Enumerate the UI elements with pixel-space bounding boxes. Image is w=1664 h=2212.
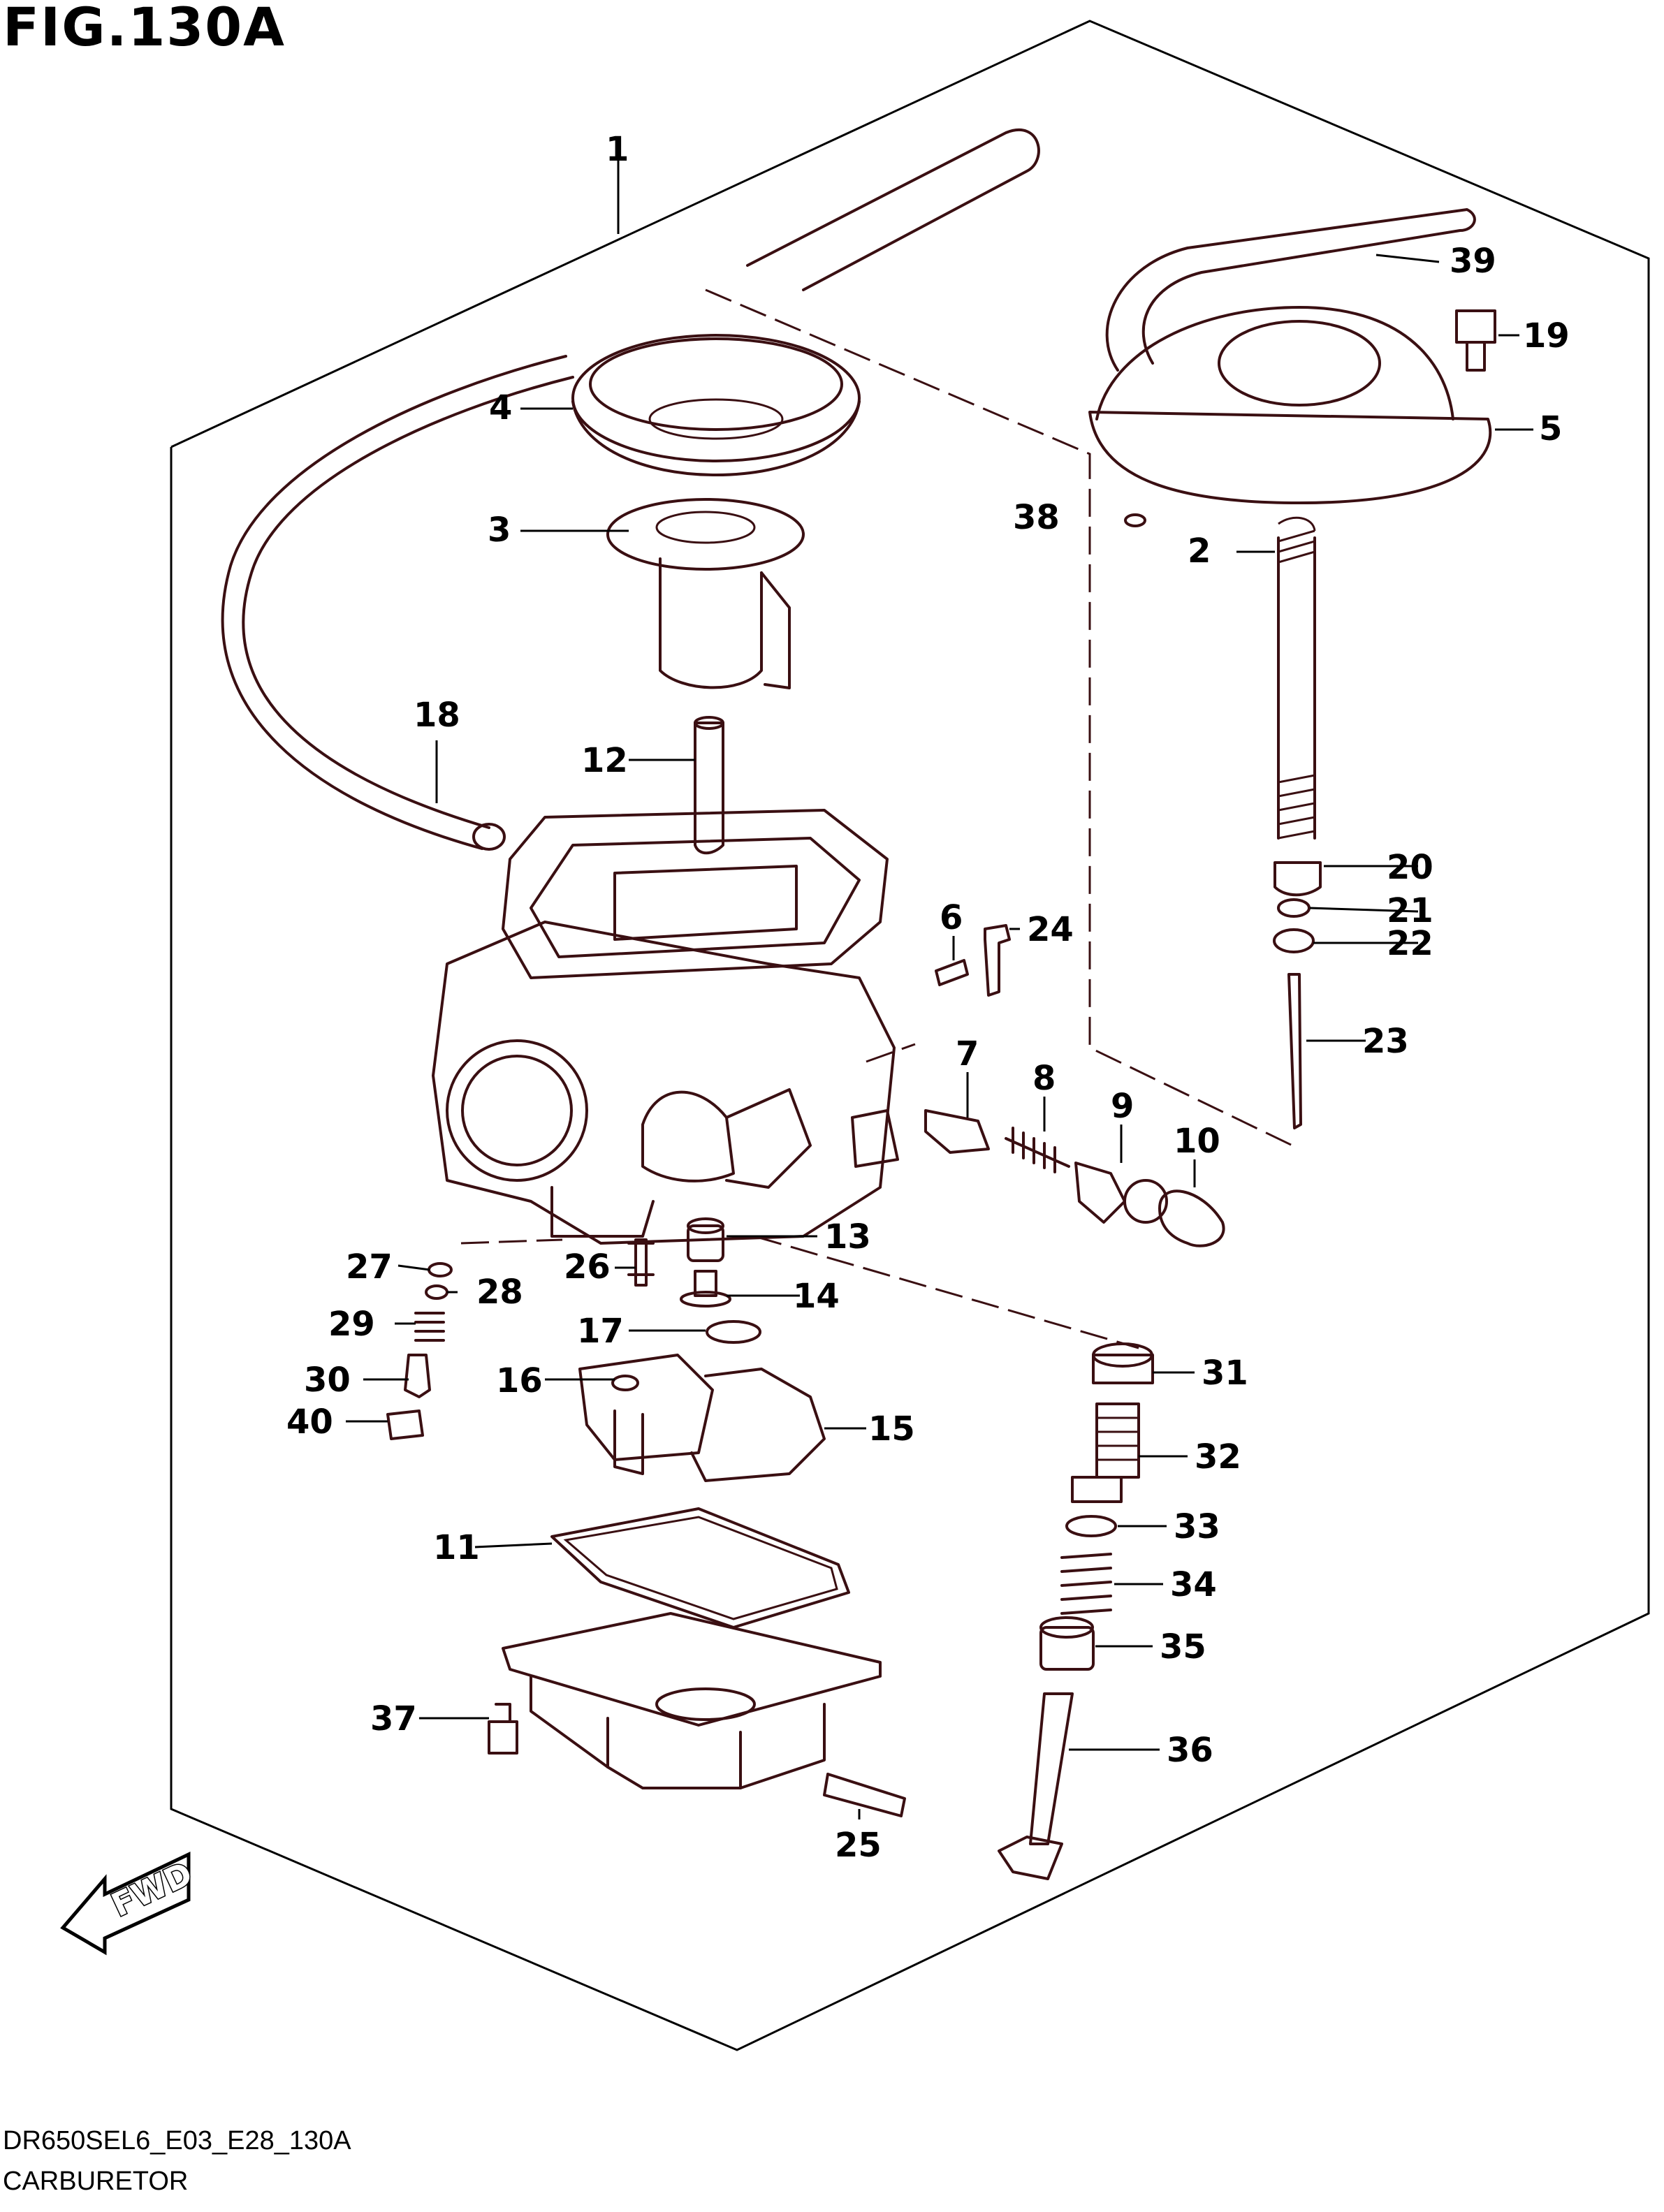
callout-13: 13 — [824, 1217, 871, 1257]
needle-jet-14 — [680, 1270, 731, 1308]
screw-37 — [488, 1703, 518, 1755]
hose-18 — [242, 376, 574, 829]
callout-18: 18 — [414, 696, 460, 735]
callout-31: 31 — [1202, 1354, 1248, 1393]
jet-needle-23 — [1287, 973, 1302, 1129]
callout-23: 23 — [1362, 1022, 1409, 1061]
callout-39: 39 — [1450, 242, 1496, 281]
float-bowl — [502, 1612, 882, 1789]
callout-25: 25 — [835, 1826, 882, 1865]
callout-1: 1 — [606, 130, 629, 169]
callout-2: 2 — [1188, 532, 1211, 571]
callout-5: 5 — [1539, 409, 1562, 448]
screw-32 — [1071, 1402, 1140, 1503]
callout-36: 36 — [1167, 1731, 1213, 1770]
spring-8 — [1005, 1127, 1070, 1173]
callout-17: 17 — [577, 1312, 624, 1351]
retainer-20 — [1273, 861, 1322, 897]
forward-arrow-icon: FWD — [60, 1852, 199, 1956]
diaphragm-4 — [571, 334, 861, 476]
callout-35: 35 — [1160, 1627, 1206, 1667]
callout-11: 11 — [433, 1528, 480, 1567]
callout-4: 4 — [489, 388, 512, 427]
o-ring-17 — [706, 1320, 761, 1344]
pilot-jet-12 — [694, 722, 724, 855]
assembly-frame — [170, 20, 1650, 2051]
main-jet-13 — [687, 1217, 724, 1262]
washer-22 — [1273, 928, 1315, 953]
callout-19: 19 — [1523, 316, 1570, 356]
callout-14: 14 — [793, 1277, 840, 1316]
spring-2 — [1277, 516, 1316, 840]
drawing-code: DR650SEL6_E03_E28_130A — [3, 2126, 351, 2155]
callout-21: 21 — [1387, 891, 1433, 930]
callout-40: 40 — [286, 1402, 333, 1442]
leader-lines — [346, 154, 1533, 1819]
callout-29: 29 — [328, 1305, 375, 1344]
drain-screw-25 — [823, 1773, 906, 1817]
callout-30: 30 — [304, 1361, 351, 1400]
spring-29 — [414, 1312, 445, 1342]
washer-28 — [425, 1284, 448, 1300]
callout-7: 7 — [956, 1034, 979, 1074]
throttle-slide-3 — [606, 498, 805, 689]
callout-22: 22 — [1387, 924, 1433, 963]
float-15 — [578, 1354, 826, 1482]
callout-33: 33 — [1174, 1507, 1220, 1546]
nut-31 — [1092, 1342, 1154, 1384]
callout-9: 9 — [1111, 1087, 1134, 1126]
callout-6: 6 — [940, 898, 963, 937]
clip-38 — [1124, 513, 1146, 527]
o-ring-33 — [1065, 1515, 1117, 1537]
callout-12: 12 — [581, 741, 628, 780]
pilot-screw-7 — [924, 1109, 990, 1154]
carburetor-body — [432, 809, 899, 1245]
figure-title: FIG.130A — [3, 0, 286, 58]
callout-10: 10 — [1174, 1122, 1220, 1161]
callout-15: 15 — [868, 1409, 915, 1449]
callout-20: 20 — [1387, 848, 1433, 887]
callout-37: 37 — [370, 1699, 417, 1738]
callout-38: 38 — [1013, 498, 1060, 537]
callout-3: 3 — [488, 511, 511, 550]
pin-24 — [984, 924, 1011, 997]
collar-35 — [1039, 1616, 1095, 1671]
drawing-name: CARBURETOR — [3, 2167, 189, 2196]
washer-9 — [1074, 1162, 1168, 1224]
spring-34 — [1060, 1553, 1112, 1615]
callout-26: 26 — [564, 1247, 611, 1287]
screw-30 — [404, 1354, 431, 1398]
gasket-11 — [550, 1507, 850, 1629]
cap-10 — [1158, 1189, 1225, 1247]
plug-6 — [935, 959, 969, 986]
callout-16: 16 — [496, 1361, 543, 1400]
hose-top — [746, 129, 1040, 291]
callout-28: 28 — [476, 1273, 523, 1312]
clip-27 — [428, 1262, 453, 1277]
screw-36 — [998, 1692, 1074, 1880]
dashed-guide — [460, 288, 1293, 1349]
screw-19 — [1455, 309, 1496, 372]
callout-32: 32 — [1195, 1437, 1241, 1477]
top-cap-5 — [1088, 208, 1492, 504]
callout-8: 8 — [1032, 1059, 1056, 1098]
clip-21 — [1277, 898, 1311, 918]
cap-40 — [386, 1409, 424, 1440]
hose-18-inner — [221, 355, 567, 850]
callout-34: 34 — [1170, 1565, 1217, 1604]
callout-27: 27 — [346, 1247, 393, 1287]
jet-26 — [627, 1238, 655, 1287]
callout-24: 24 — [1027, 910, 1074, 949]
